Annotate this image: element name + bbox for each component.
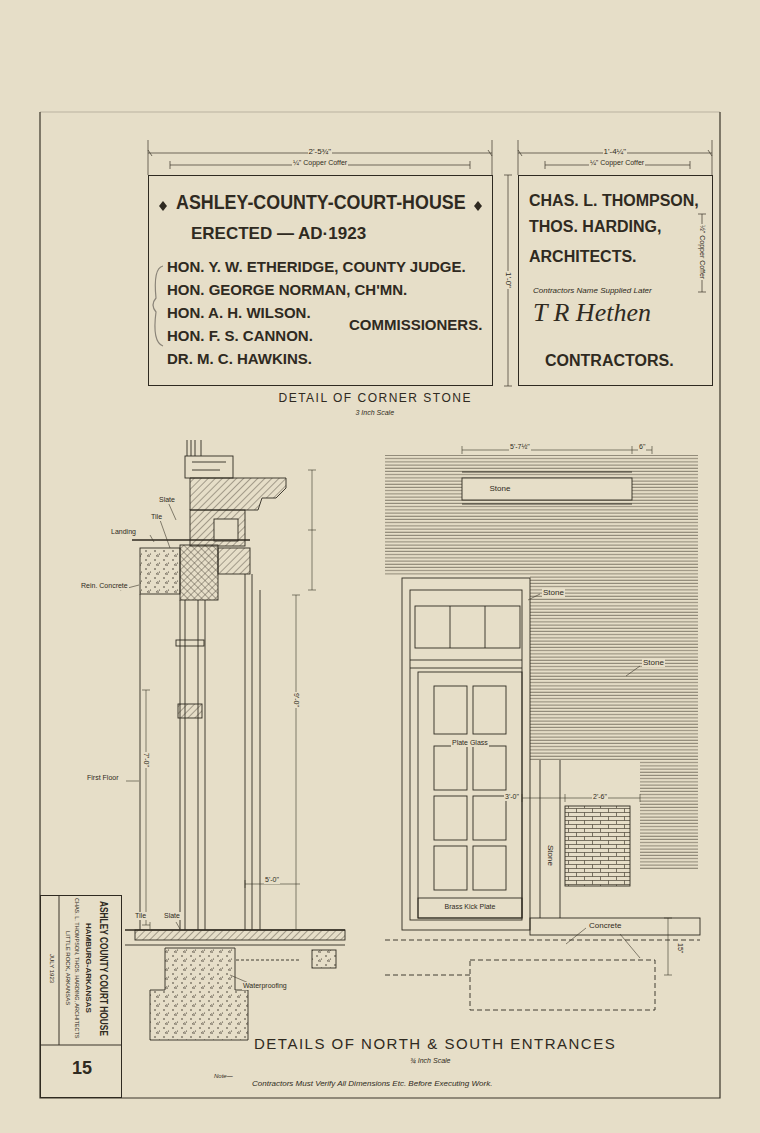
architect-name: THOS. HARDING, xyxy=(529,218,661,236)
pencil-bracket xyxy=(153,266,163,346)
stone-name: HON. GEORGE NORMAN, CH'MN. xyxy=(167,281,407,298)
scale-note: 3 Inch Scale xyxy=(356,409,395,417)
material-label: Slate xyxy=(158,496,176,504)
elevation-dimensions xyxy=(462,446,672,975)
view-title: DETAIL OF CORNER STONE xyxy=(279,392,472,406)
dimension-note: ¼" Copper Coffer xyxy=(292,159,348,167)
dimension-note: ¼" Copper Coffer xyxy=(589,159,645,167)
material-label: Stone xyxy=(542,588,565,597)
wall-section xyxy=(125,440,345,1040)
title-block: ASHLEY COUNTY COURT HOUSE HAMBURG-ARKANSA… xyxy=(40,895,122,1098)
architects-line: CHAS. L. THOMPSON, THOS. HARDING, ARCHIT… xyxy=(73,898,80,1038)
sheet-number: 15 xyxy=(72,1058,92,1079)
sheet-frame xyxy=(40,112,720,1098)
material-label: Rein. Concrete xyxy=(80,582,129,590)
material-label: Tile xyxy=(150,513,163,521)
architect-role: ARCHITECTS. xyxy=(529,248,637,266)
material-label: Waterproofing xyxy=(242,982,288,990)
material-label: Tile xyxy=(134,912,147,920)
note-label: Note— xyxy=(214,1073,233,1080)
level-label: First Floor xyxy=(86,774,120,782)
stone-role: COMMISSIONERS. xyxy=(349,316,482,333)
signature: T R Hethen xyxy=(533,298,651,328)
material-label: Plate Glass xyxy=(451,739,489,747)
scale-note: ¾ Inch Scale xyxy=(410,1057,450,1065)
dimension: 1'-4¼" xyxy=(603,147,628,156)
stone-heading: ASHLEY-COUNTY-COURT-HOUSE xyxy=(176,190,466,214)
entrance-elevation xyxy=(385,455,700,1010)
dimension: 1'-0" xyxy=(503,271,512,289)
section-dimensions xyxy=(120,470,316,987)
dimension: 5'-0" xyxy=(264,876,280,884)
dimension: 6" xyxy=(638,443,646,451)
stone-name: HON. Y. W. ETHERIDGE, COUNTY JUDGE. xyxy=(167,258,466,275)
dimension: 5'-7½" xyxy=(509,443,531,451)
corner-stone-dimensions xyxy=(148,140,712,386)
stone-date: ERECTED — AD·1923 xyxy=(191,224,366,244)
dimension: 2'-5¾" xyxy=(308,147,333,156)
pencil-note: Contractors Name Supplied Later xyxy=(533,286,652,295)
drawing-date: JULY 1923 xyxy=(48,954,55,983)
dimension: 7'-0" xyxy=(142,752,150,768)
stone-name: HON. A. H. WILSON. xyxy=(167,304,311,321)
material-label: Stone xyxy=(489,484,512,493)
architect-name: CHAS. L. THOMPSON, xyxy=(529,192,699,210)
contractor-role: CONTRACTORS. xyxy=(545,352,674,370)
project-place: HAMBURG-ARKANSAS xyxy=(83,923,92,1013)
material-label: Stone xyxy=(545,844,554,867)
dimension-note: ½" Copper Coffer xyxy=(698,224,706,280)
material-label: Concrete xyxy=(588,921,622,930)
part-label: Brass Kick Plate xyxy=(444,903,497,911)
project-name: ASHLEY COUNTY COURT HOUSE xyxy=(97,901,110,1036)
architects-panel: CHAS. L. THOMPSON, THOS. HARDING, ARCHITEC… xyxy=(518,175,713,386)
dimension: 15" xyxy=(676,942,684,954)
dimension: 3'-0" xyxy=(504,793,520,801)
dimension: 9'-0" xyxy=(292,692,300,708)
office-place: LITTLE ROCK, ARKANSAS xyxy=(64,931,71,1005)
material-label: Stone xyxy=(642,658,665,667)
corner-stone-panel: ASHLEY-COUNTY-COURT-HOUSE ERECTED — AD·19… xyxy=(148,175,493,386)
title-block-lines xyxy=(40,895,122,1045)
material-label: Slate xyxy=(163,912,181,920)
drawing-title: DETAILS OF NORTH & SOUTH ENTRANCES xyxy=(254,1035,616,1052)
dimension: 2'-6" xyxy=(592,793,608,801)
general-note: Contractors Must Verify All Dimensions E… xyxy=(252,1079,492,1088)
part-label: Landing xyxy=(110,528,137,536)
stone-name: HON. F. S. CANNON. xyxy=(167,327,313,344)
stone-name: DR. M. C. HAWKINS. xyxy=(167,350,312,367)
